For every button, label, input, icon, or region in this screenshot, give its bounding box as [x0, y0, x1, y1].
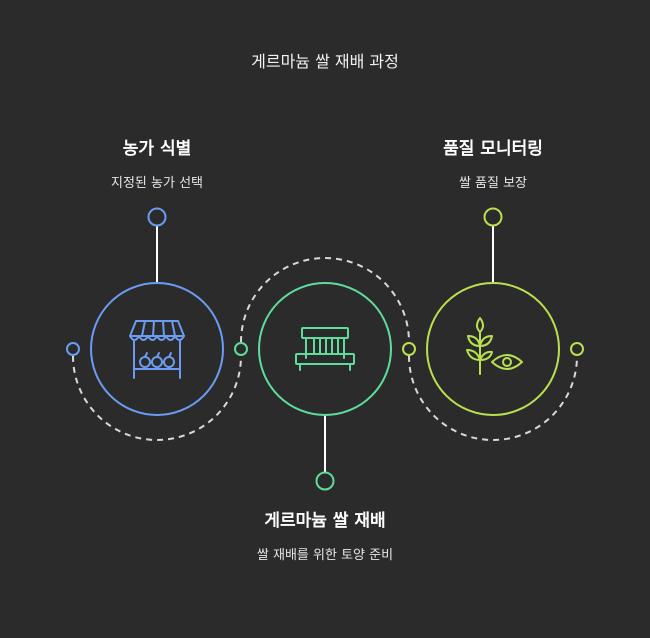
dashed-connectors: [72, 257, 578, 441]
step-1-title: 농가 식별: [122, 139, 192, 159]
step-2-description: 쌀 재배를 위한 토양 준비: [256, 548, 394, 563]
step-3-description: 쌀 품질 보장: [458, 176, 528, 191]
step-3-circle: [426, 282, 560, 416]
dashed-arc-right: [408, 355, 578, 441]
node-mid-right: [402, 342, 416, 356]
step-1-circle: [90, 282, 224, 416]
dashed-arc-left: [72, 355, 242, 441]
step-2-pin: [315, 471, 335, 491]
step-1-pin: [147, 207, 167, 227]
step-3-title: 품질 모니터링: [443, 139, 543, 159]
seed-tray-icon: [295, 327, 355, 371]
dashed-arc-middle: [240, 257, 410, 343]
diagram-title: 게르마늄 쌀 재배 과정: [251, 52, 399, 71]
plant-eye-icon: [466, 317, 523, 375]
step-1-description: 지정된 농가 선택: [111, 176, 203, 191]
market-stall-icon: [129, 320, 185, 379]
node-left: [66, 342, 80, 356]
step-3-pin: [483, 207, 503, 227]
step-2-title: 게르마늄 쌀 재배: [264, 511, 386, 531]
node-mid-left: [234, 342, 248, 356]
node-right: [570, 342, 584, 356]
